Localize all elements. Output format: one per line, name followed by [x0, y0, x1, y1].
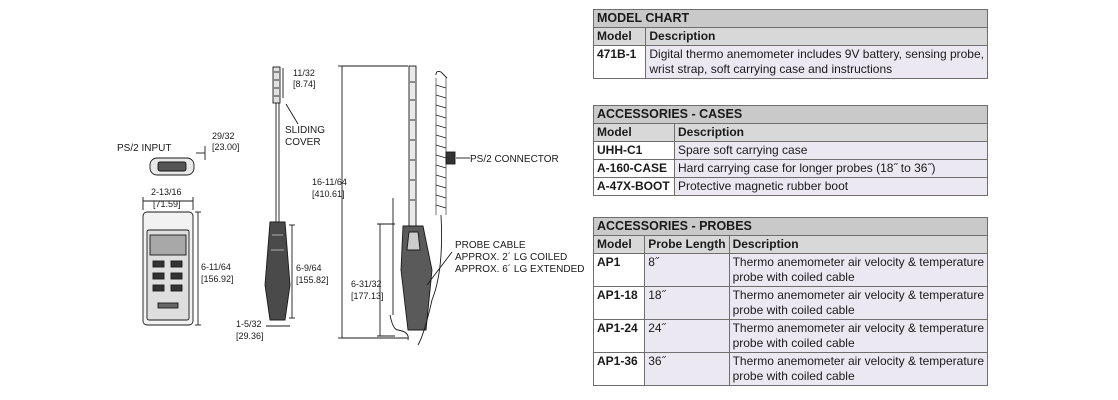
- ps2-input-connector-icon: [149, 157, 195, 176]
- dim-8-74: [8.74]: [293, 79, 316, 89]
- approx-extended-label: APPROX. 6´ LG EXTENDED: [455, 263, 584, 275]
- col-model: Model: [592, 235, 646, 254]
- model-cell: UHH-C1: [593, 141, 675, 160]
- description-cell: Protective magnetic rubber boot: [674, 177, 988, 196]
- description-cell: Spare soft carrying case: [674, 141, 988, 160]
- meter-device-icon: [142, 211, 194, 326]
- dim-6-9-64: 6-9/64: [296, 263, 322, 273]
- probe-length-cell: 8˝: [644, 253, 730, 287]
- table-row: UHH-C1 Spare soft carrying case: [593, 141, 988, 160]
- dim-156-92: [156.92]: [201, 274, 234, 284]
- probe-cable-label: PROBE CABLE: [455, 240, 526, 251]
- straight-probe-icon: [264, 66, 291, 321]
- dim-155-82: [155.82]: [296, 275, 329, 285]
- table-row: A-47X-BOOT Protective magnetic rubber bo…: [593, 177, 988, 196]
- dim-29-32: 29/32: [212, 131, 235, 141]
- description-cell: Hard carrying case for longer probes (18…: [674, 159, 988, 178]
- desc-line: Thermo anemometer air velocity & tempera…: [732, 321, 984, 335]
- probe-length-cell: 18˝: [644, 286, 730, 320]
- table-row: 471B-1 Digital thermo anemometer include…: [592, 45, 988, 79]
- probe-length-cell: 36˝: [644, 352, 730, 386]
- model-cell: AP1-24: [592, 319, 646, 353]
- approx-coiled-label: APPROX. 2´ LG COILED: [455, 251, 567, 263]
- probes-table: ACCESSORIES - PROBES Model Probe Length …: [592, 217, 989, 386]
- dim-23-00: [23.00]: [212, 142, 240, 152]
- description-cell: Digital thermo anemometer includes 9V ba…: [645, 45, 988, 79]
- desc-line: probe with coiled cable: [732, 369, 855, 383]
- ps2-input-label: PS/2 INPUT: [117, 143, 171, 154]
- coiled-probe-icon: [389, 65, 456, 346]
- col-model: Model: [592, 27, 647, 46]
- dim-29-36: [29.36]: [236, 331, 264, 341]
- table-row: A-160-CASE Hard carrying case for longer…: [593, 159, 988, 178]
- table-row: AP1 8˝ Thermo anemometer air velocity & …: [592, 253, 989, 287]
- col-description: Description: [645, 27, 988, 46]
- desc-line: Thermo anemometer air velocity & tempera…: [732, 354, 984, 368]
- dim-2-13-16: 2-13/16: [151, 187, 182, 197]
- dim-11-32: 11/32: [293, 68, 315, 78]
- desc-line: probe with coiled cable: [732, 303, 855, 317]
- dim-410-61: [410.61]: [312, 189, 345, 199]
- col-description: Description: [674, 123, 988, 142]
- model-cell: AP1-36: [592, 352, 646, 386]
- dim-1-5-32: 1-5/32: [236, 319, 262, 329]
- desc-line: probe with coiled cable: [732, 336, 855, 350]
- dim-6-11-64: 6-11/64: [201, 262, 231, 272]
- cover-label: COVER: [285, 137, 321, 148]
- description-cell: Thermo anemometer air velocity & tempera…: [728, 253, 989, 287]
- model-cell: AP1: [592, 253, 646, 287]
- table-row: AP1-36 36˝ Thermo anemometer air velocit…: [592, 352, 989, 386]
- desc-line: Thermo anemometer air velocity & tempera…: [732, 288, 984, 302]
- dim-6-31-32: 6-31/32: [351, 279, 382, 289]
- model-cell: A-47X-BOOT: [593, 177, 675, 196]
- sliding-label: SLIDING: [285, 125, 325, 136]
- model-chart-table: MODEL CHART Model Description 471B-1 Dig…: [592, 9, 988, 79]
- ps2-connector-label: PS/2 CONNECTOR: [470, 154, 559, 165]
- dim-177-13: [177.13]: [351, 291, 384, 301]
- probe-length-cell: 24˝: [644, 319, 730, 353]
- desc-line: Digital thermo anemometer includes 9V ba…: [649, 47, 984, 61]
- model-cell: AP1-18: [592, 286, 646, 320]
- table-row: AP1-24 24˝ Thermo anemometer air velocit…: [592, 319, 989, 353]
- table-row: AP1-18 18˝ Thermo anemometer air velocit…: [592, 286, 989, 320]
- dim-16-11-64: 16-11/64: [312, 177, 347, 187]
- technical-drawing: PS/2 INPUT 29/32 [23.00] 2-13/16 [71.59]…: [117, 65, 584, 346]
- dim-71-59: [71.59]: [153, 199, 181, 209]
- probes-title: ACCESSORIES - PROBES: [593, 217, 988, 236]
- col-model: Model: [593, 123, 675, 142]
- cases-title: ACCESSORIES - CASES: [593, 105, 988, 124]
- model-cell: 471B-1: [592, 45, 647, 79]
- description-cell: Thermo anemometer air velocity & tempera…: [728, 286, 989, 320]
- model-cell: A-160-CASE: [593, 159, 675, 178]
- desc-line: probe with coiled cable: [732, 270, 855, 284]
- col-probe-length: Probe Length: [644, 235, 730, 254]
- desc-line: wrist strap, soft carrying case and inst…: [649, 62, 893, 76]
- desc-line: Thermo anemometer air velocity & tempera…: [732, 255, 984, 269]
- col-description: Description: [728, 235, 989, 254]
- model-chart-title: MODEL CHART: [593, 9, 988, 28]
- cases-table: ACCESSORIES - CASES Model Description UH…: [593, 105, 988, 196]
- description-cell: Thermo anemometer air velocity & tempera…: [728, 319, 989, 353]
- description-cell: Thermo anemometer air velocity & tempera…: [728, 352, 989, 386]
